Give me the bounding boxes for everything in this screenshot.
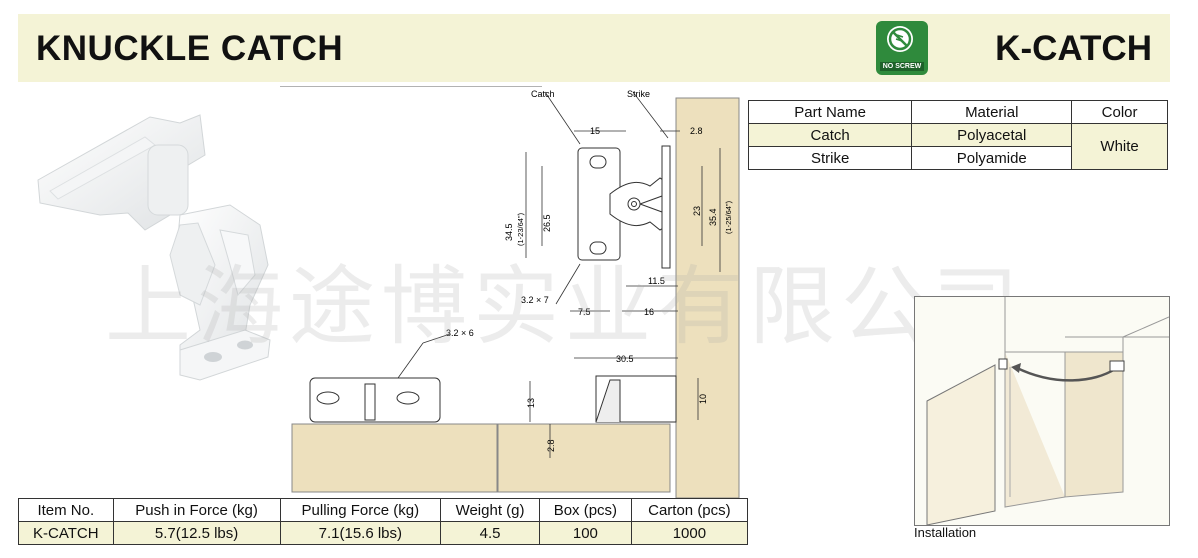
dim-30-5: 30.5 [616, 354, 634, 364]
header-box: Box (pcs) [538, 498, 632, 522]
badge-label: NO SCREW [880, 62, 924, 71]
cabinet-side-panel [675, 97, 740, 498]
dim-26-5: 26.5 [542, 214, 552, 232]
part-name-cell: Strike [747, 146, 913, 170]
dim-35-4: 35.4 [708, 208, 718, 226]
table-row: Catch Polyacetal White [747, 123, 1168, 170]
table-row: K-CATCH 5.7(12.5 lbs) 7.1(15.6 lbs) 4.5 … [18, 521, 749, 545]
dim-7-5: 7.5 [578, 307, 591, 317]
strike-label: Strike [627, 89, 650, 99]
header-pulling-force: Pulling Force (kg) [279, 498, 442, 522]
header-color: Color [1071, 100, 1168, 124]
pulling-force-cell: 7.1(15.6 lbs) [279, 521, 442, 545]
dim-34-5-inch: (1-23/64") [516, 212, 525, 246]
table-row: Strike Polyamide [747, 146, 1168, 170]
page-title: KNUCKLE CATCH [36, 29, 344, 68]
push-force-cell: 5.7(12.5 lbs) [112, 521, 281, 545]
header-bar: KNUCKLE CATCH NO SCREW K-CATCH [18, 14, 1170, 82]
dim-34-5: 34.5 [504, 223, 514, 241]
item-no-cell: K-CATCH [18, 521, 114, 545]
header-item-no: Item No. [18, 498, 114, 522]
strike-front-view [661, 145, 671, 269]
weight-cell: 4.5 [440, 521, 540, 545]
dim-13: 13 [526, 398, 536, 408]
dim-11-5: 11.5 [648, 276, 665, 286]
part-name-cell: Catch [747, 123, 913, 147]
header-push-force: Push in Force (kg) [112, 498, 281, 522]
dim-10: 10 [698, 394, 708, 404]
dim-35-4-inch: (1-25/64") [724, 200, 733, 234]
carton-cell: 1000 [630, 521, 749, 545]
shelf-panel-left [291, 423, 498, 493]
header-material: Material [911, 100, 1073, 124]
header-part-name: Part Name [747, 100, 913, 124]
product-photo [37, 114, 271, 381]
installation-caption: Installation [914, 525, 977, 540]
material-table: Part Name Material Color Catch Polyaceta… [747, 100, 1168, 170]
installation-illustration [914, 296, 1170, 526]
dim-15: 15 [590, 126, 600, 136]
dim-23: 23 [692, 206, 702, 216]
dim-2-8-top: 2.8 [690, 126, 703, 136]
no-screw-icon [887, 26, 913, 52]
technical-drawing: Catch Strike 15 2.8 34.5 (1-23/64") 26.5… [280, 86, 740, 498]
catch-label: Catch [531, 89, 555, 99]
material-cell: Polyamide [911, 146, 1073, 170]
hole-top-label: 3.2 × 6 [446, 328, 474, 338]
header-carton: Carton (pcs) [630, 498, 749, 522]
box-cell: 100 [538, 521, 632, 545]
swing-arrow [1014, 365, 1116, 382]
dim-2-8-side: 2.8 [546, 439, 556, 452]
shelf-panel-right [497, 423, 671, 493]
hole-bottom-label: 3.2 × 7 [521, 295, 549, 305]
item-table: Item No. Push in Force (kg) Pulling Forc… [18, 498, 749, 545]
color-cell: White [1071, 123, 1168, 170]
dim-16: 16 [644, 307, 654, 317]
header-weight: Weight (g) [440, 498, 540, 522]
material-cell: Polyacetal [911, 123, 1073, 147]
model-title: K-CATCH [995, 29, 1152, 68]
no-screw-badge: NO SCREW [876, 21, 928, 75]
